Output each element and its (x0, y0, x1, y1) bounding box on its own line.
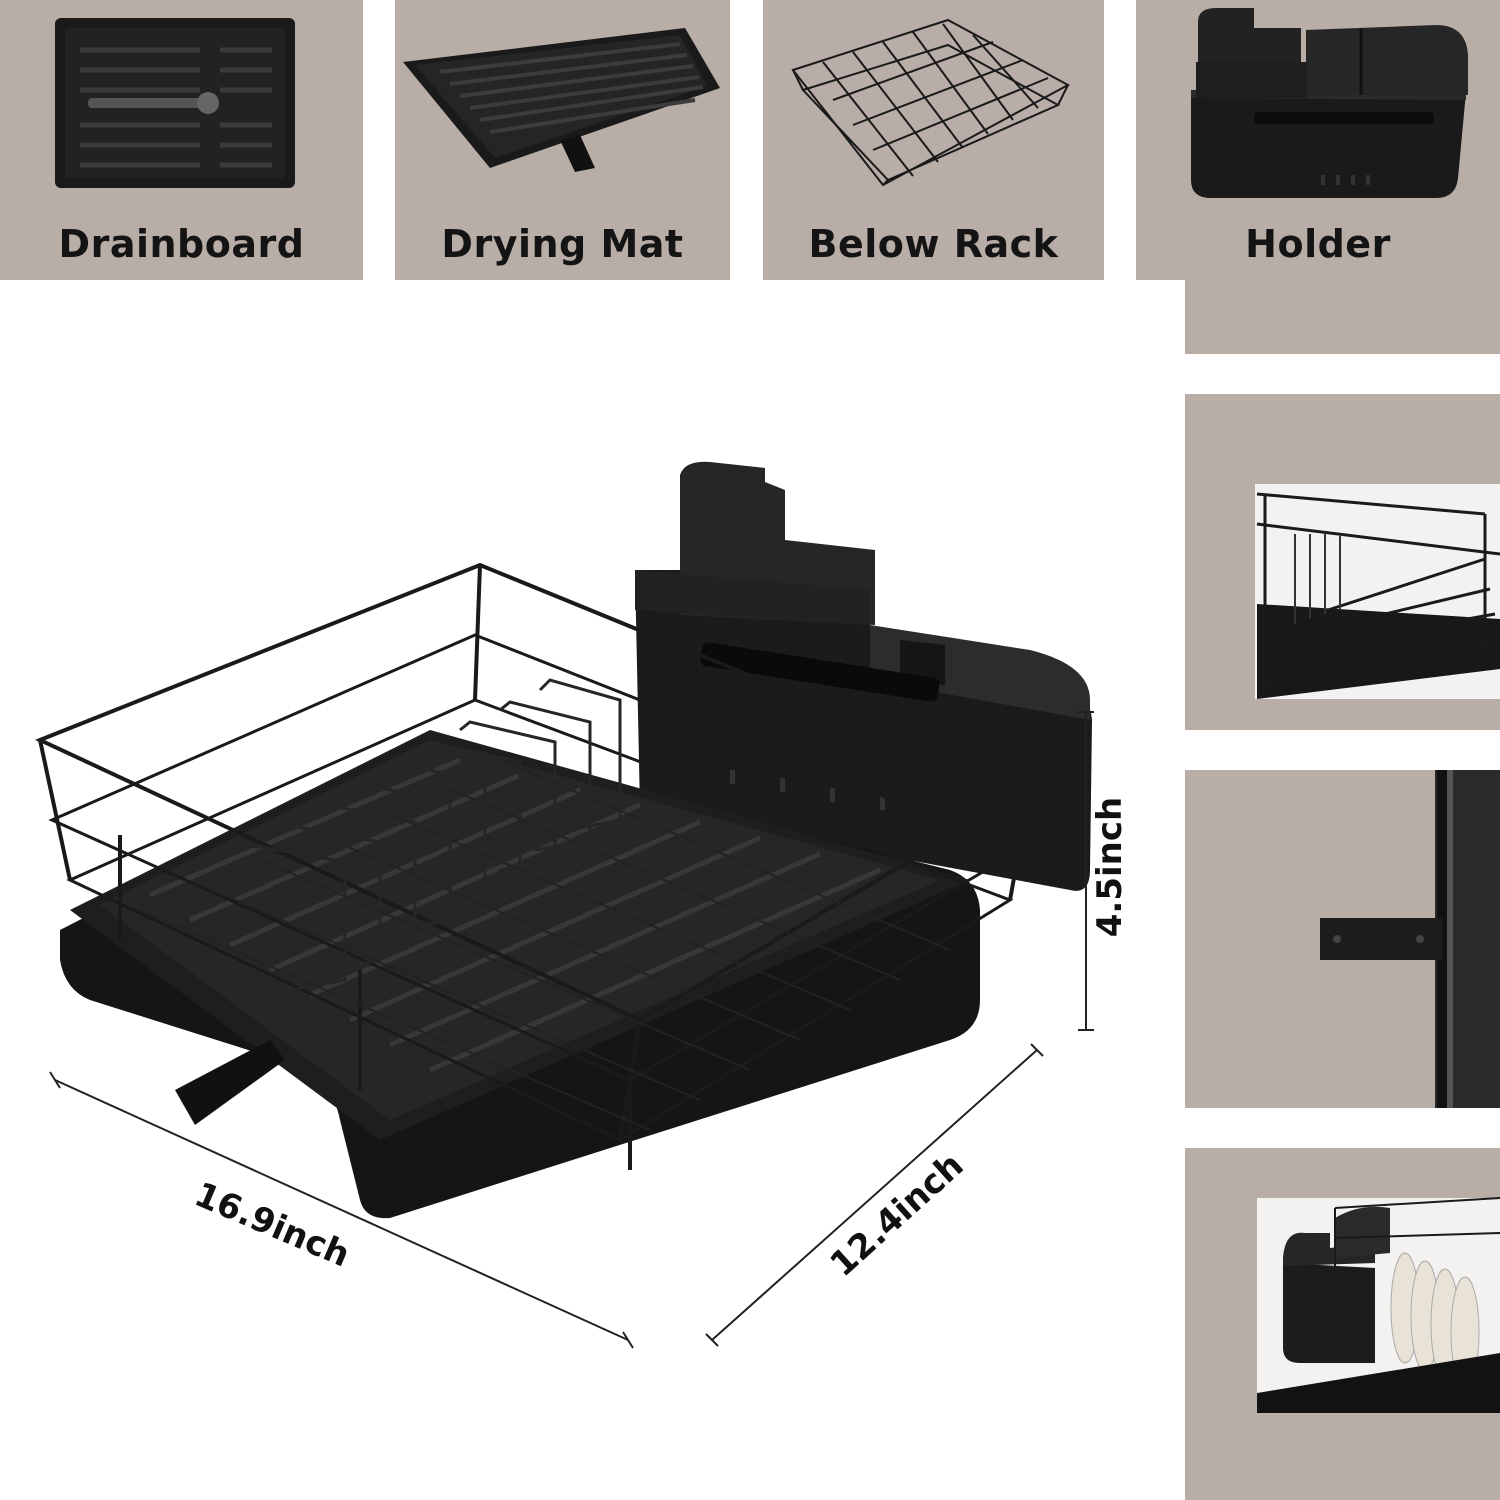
tile-label: Below Rack (808, 222, 1059, 266)
rack-detail-image (1255, 484, 1500, 699)
dish-rack-product-image (34, 461, 1092, 1219)
tile-label: Holder (1245, 222, 1391, 266)
holder-tile-extension (1185, 280, 1500, 354)
below-rack-icon (791, 18, 1071, 187)
rack-floor-wires (139, 759, 951, 1131)
hook-detail-image (1320, 770, 1500, 1108)
drying-mat-icon (403, 28, 720, 172)
dimension-lines (49, 711, 1094, 1349)
component-tile-drainboard: Drainboard (0, 0, 363, 280)
holder-side-detail-image (1257, 1197, 1500, 1413)
detail-hook (1185, 770, 1500, 1108)
dimension-height-label: 4.5inch (1090, 796, 1131, 938)
drainboard-part (60, 730, 980, 1219)
plate-dividers (219, 678, 622, 992)
utensil-holder-part (635, 461, 1092, 891)
wire-rack-part (34, 562, 1035, 1170)
component-tile-drying-mat: Drying Mat (395, 0, 730, 280)
detail-holder-side (1185, 1148, 1500, 1500)
tile-label: Drying Mat (441, 222, 684, 266)
utensil-holder-icon (1191, 8, 1468, 198)
tile-label: Drainboard (58, 222, 305, 266)
drainboard-icon (55, 18, 295, 188)
component-tile-below-rack: Below Rack (763, 0, 1104, 280)
detail-rack-tray (1185, 394, 1500, 730)
